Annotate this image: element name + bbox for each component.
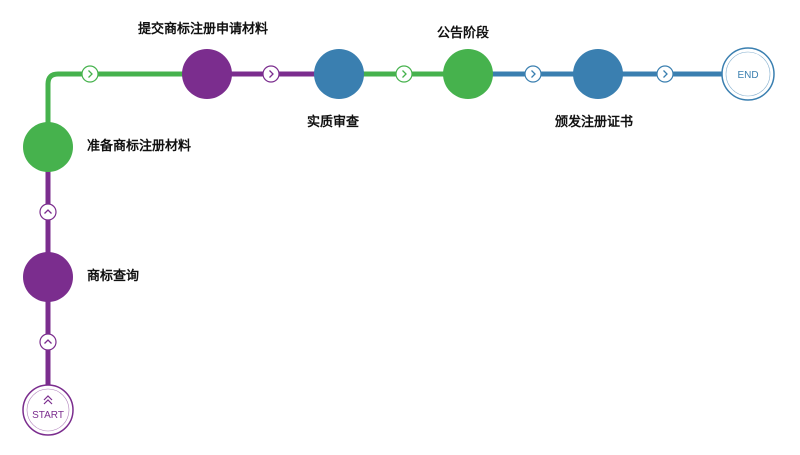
start-node: START <box>22 384 74 436</box>
step-node-submit-application <box>182 49 232 99</box>
step-node-prepare-materials <box>23 122 73 172</box>
step-label-prepare-materials: 准备商标注册材料 <box>87 139 192 154</box>
step-node-substantive-review <box>314 49 364 99</box>
end-node: END <box>721 47 775 101</box>
chevron-up-icon <box>39 333 57 351</box>
chevron-right-icon <box>656 65 674 83</box>
chevron-right-icon <box>395 65 413 83</box>
chevron-right-icon <box>262 65 280 83</box>
end-label: END <box>737 70 758 81</box>
step-label-announcement: 公告阶段 <box>437 26 490 41</box>
track-prepare-to-submit <box>45 71 207 147</box>
chevron-up-icon <box>39 203 57 221</box>
chevron-right-icon <box>81 65 99 83</box>
step-label-issue-certificate: 颁发注册证书 <box>555 115 634 130</box>
step-node-announcement <box>443 49 493 99</box>
step-node-trademark-search <box>23 252 73 302</box>
start-label: START <box>32 410 64 421</box>
step-node-issue-certificate <box>573 49 623 99</box>
step-label-trademark-search: 商标查询 <box>87 269 140 284</box>
double-chevron-up-icon <box>43 395 53 405</box>
chevron-right-icon <box>524 65 542 83</box>
step-label-substantive-review: 实质审查 <box>307 115 360 130</box>
step-label-submit-application: 提交商标注册申请材料 <box>138 22 269 37</box>
